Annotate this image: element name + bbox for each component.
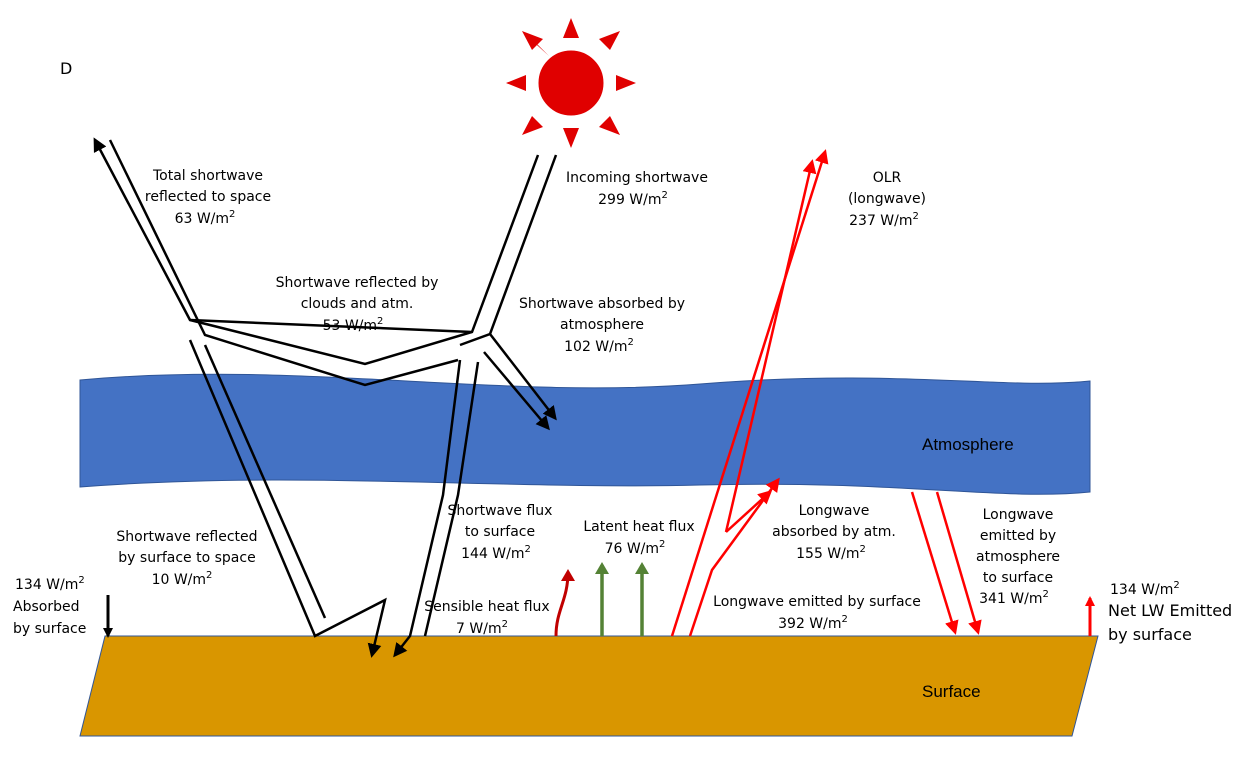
svg-text:to surface: to surface — [465, 524, 535, 540]
svg-text:absorbed by atm.: absorbed by atm. — [772, 524, 896, 540]
svg-text:Latent heat flux: Latent heat flux — [583, 519, 694, 535]
longwave-arrows — [670, 149, 982, 637]
svg-text:Shortwave reflected by: Shortwave reflected by — [276, 275, 439, 291]
svg-text:299 W/m2: 299 W/m2 — [598, 190, 668, 208]
shortwave-arrows — [93, 137, 558, 658]
svg-text:Shortwave absorbed by: Shortwave absorbed by — [519, 296, 685, 312]
svg-text:10 W/m2: 10 W/m2 — [152, 570, 213, 588]
svg-text:Net LW Emitted: Net LW Emitted — [1108, 601, 1232, 620]
total-sw-reflected-label: Total shortwave reflected to space 63 W/… — [145, 168, 271, 227]
svg-text:clouds and atm.: clouds and atm. — [301, 296, 414, 312]
svg-text:63 W/m2: 63 W/m2 — [175, 209, 236, 227]
svg-text:Total shortwave: Total shortwave — [152, 168, 263, 184]
svg-text:Shortwave reflected: Shortwave reflected — [116, 529, 257, 545]
svg-text:102 W/m2: 102 W/m2 — [564, 337, 634, 355]
svg-text:Longwave emitted by surface: Longwave emitted by surface — [713, 594, 921, 610]
lw-emitted-surface-label: Longwave emitted by surface 392 W/m2 — [713, 594, 921, 632]
svg-text:53 W/m2: 53 W/m2 — [323, 316, 384, 334]
svg-text:emitted by: emitted by — [980, 528, 1056, 544]
svg-text:by surface: by surface — [13, 621, 86, 637]
svg-text:by surface to space: by surface to space — [118, 550, 255, 566]
atmosphere-band — [79, 373, 1091, 495]
svg-text:144 W/m2: 144 W/m2 — [461, 544, 531, 562]
svg-text:Longwave: Longwave — [799, 503, 870, 519]
svg-text:Longwave: Longwave — [983, 507, 1054, 523]
svg-text:237 W/m2: 237 W/m2 — [849, 211, 919, 229]
svg-text:7 W/m2: 7 W/m2 — [456, 619, 508, 637]
svg-text:OLR: OLR — [873, 170, 902, 186]
svg-text:155 W/m2: 155 W/m2 — [796, 544, 866, 562]
svg-text:134 W/m2: 134 W/m2 — [15, 575, 85, 593]
svg-text:Shortwave flux: Shortwave flux — [448, 503, 553, 519]
svg-text:(longwave): (longwave) — [848, 191, 926, 207]
lw-absorbed-atm-label: Longwave absorbed by atm. 155 W/m2 — [772, 503, 896, 562]
sw-reflected-surface-label: Shortwave reflected by surface to space … — [116, 529, 257, 588]
svg-text:341 W/m2: 341 W/m2 — [979, 589, 1049, 607]
absorbed-surface-label: 134 W/m2 Absorbed by surface — [13, 575, 86, 637]
sw-absorbed-atm-label: Shortwave absorbed by atmosphere 102 W/m… — [519, 296, 685, 355]
svg-text:Sensible heat flux: Sensible heat flux — [424, 599, 549, 615]
svg-text:Incoming shortwave: Incoming shortwave — [566, 170, 708, 186]
sw-reflected-clouds-label: Shortwave reflected by clouds and atm. 5… — [276, 275, 439, 334]
svg-text:76 W/m2: 76 W/m2 — [605, 539, 666, 557]
svg-text:392 W/m2: 392 W/m2 — [778, 614, 848, 632]
incoming-sw-label: Incoming shortwave 299 W/m2 — [566, 170, 708, 208]
svg-text:134 W/m2: 134 W/m2 — [1110, 580, 1180, 598]
sensible-heat-arrow — [554, 569, 575, 637]
svg-text:Absorbed: Absorbed — [13, 599, 79, 615]
svg-text:atmosphere: atmosphere — [560, 317, 644, 333]
latent-heat-label: Latent heat flux 76 W/m2 — [583, 519, 694, 557]
sun-icon — [506, 18, 636, 148]
net-lw-label: 134 W/m2 Net LW Emitted by surface — [1108, 580, 1232, 644]
svg-text:reflected to space: reflected to space — [145, 189, 271, 205]
svg-text:by surface: by surface — [1108, 625, 1192, 644]
svg-text:to surface: to surface — [983, 570, 1053, 586]
atmosphere-label: Atmosphere — [922, 435, 1014, 454]
surface-label: Surface — [922, 682, 981, 701]
olr-label: OLR (longwave) 237 W/m2 — [848, 170, 926, 229]
panel-label: D — [60, 59, 72, 78]
lw-emitted-atm-label: Longwave emitted by atmosphere to surfac… — [976, 507, 1060, 607]
sw-flux-surface-label: Shortwave flux to surface 144 W/m2 — [448, 503, 553, 562]
surface-slab — [79, 635, 1099, 737]
sensible-heat-label: Sensible heat flux 7 W/m2 — [424, 599, 549, 637]
svg-text:atmosphere: atmosphere — [976, 549, 1060, 565]
